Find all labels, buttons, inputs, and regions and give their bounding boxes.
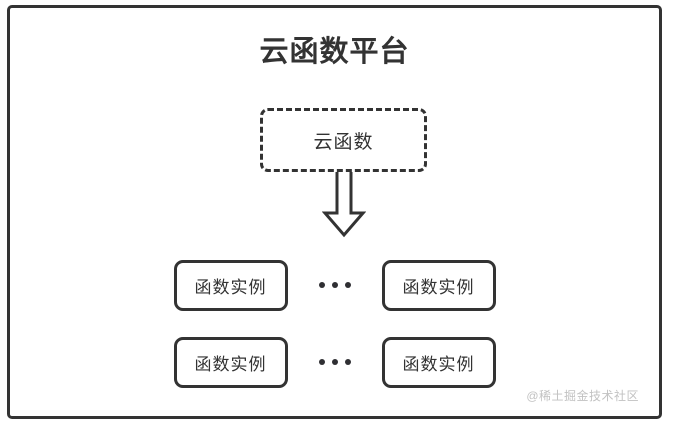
instance-row: 函数实例 函数实例 [10, 336, 659, 388]
instance-row: 函数实例 函数实例 [10, 259, 659, 311]
function-instance-node: 函数实例 [381, 336, 496, 388]
ellipsis-indicator [288, 359, 382, 365]
page-title: 云函数平台 [259, 36, 410, 68]
dot-icon [318, 359, 325, 365]
ellipsis-indicator [288, 282, 382, 288]
function-instance-node: 函数实例 [381, 259, 496, 311]
dot-icon [331, 282, 338, 288]
watermark: @稀土掘金技术社区 [526, 389, 639, 403]
function-instance-label: 函数实例 [194, 354, 267, 374]
function-instance-label: 函数实例 [194, 277, 267, 297]
function-instance-node: 函数实例 [173, 259, 288, 311]
function-instance-node: 函数实例 [173, 336, 288, 388]
dot-icon [331, 359, 338, 365]
function-instance-label: 函数实例 [402, 354, 475, 374]
dot-icon [344, 282, 351, 288]
cloud-function-node: 云函数 [260, 108, 427, 172]
dot-icon [318, 282, 325, 288]
cloud-function-platform-frame: 云函数平台 云函数 函数实例 函数实例 函数实例 [7, 5, 662, 419]
function-instance-label: 函数实例 [402, 277, 475, 297]
dot-icon [344, 359, 351, 365]
down-block-arrow-icon [322, 172, 366, 238]
cloud-function-label: 云函数 [313, 131, 374, 153]
